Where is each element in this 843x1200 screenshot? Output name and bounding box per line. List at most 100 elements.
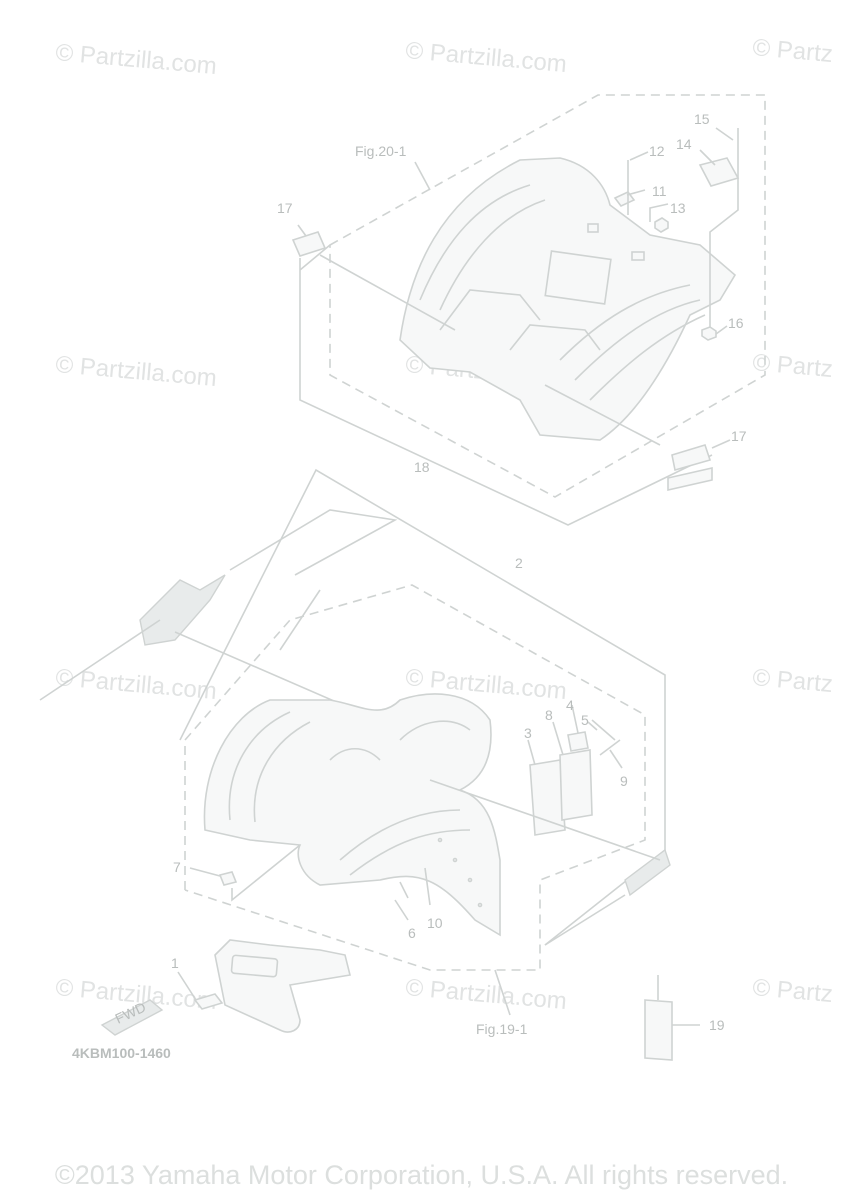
decal-17-left	[291, 231, 327, 257]
callout-14: 14	[676, 136, 692, 152]
front-fender-assembly	[39, 468, 671, 1016]
callout-10: 10	[427, 915, 443, 931]
rear-fender-slot	[587, 223, 599, 233]
callout-19: 19	[709, 1017, 725, 1033]
front-cover-group: FWD	[100, 939, 351, 1036]
leader-line	[715, 325, 728, 335]
leader-line	[414, 161, 431, 191]
callout-1: 1	[171, 955, 179, 971]
leader-line	[626, 189, 646, 196]
front-fender-hole	[437, 837, 443, 843]
front-fender-rib	[329, 747, 381, 761]
plate-8	[559, 749, 593, 821]
callout-11: 11	[652, 183, 667, 199]
decal-17-right-lower	[667, 466, 713, 492]
rear-fender-slot	[631, 251, 645, 261]
leader-line	[231, 844, 301, 902]
callout-6: 6	[408, 925, 416, 941]
rear-fender-rib	[439, 199, 546, 311]
front-fender-hole	[477, 902, 483, 908]
leader-line	[544, 384, 661, 446]
leader-line	[394, 899, 409, 921]
front-decal-stripe	[544, 894, 626, 946]
watermark: © Partzilla.com	[54, 664, 217, 705]
leader-line	[587, 721, 598, 731]
callout-9: 9	[620, 773, 628, 789]
plate-14	[698, 157, 740, 187]
watermark: © Partzilla.com	[54, 351, 217, 392]
watermark-partial: © Partz	[751, 34, 833, 68]
callout-3: 3	[524, 725, 532, 741]
leader-line	[715, 127, 734, 141]
callout-5: 5	[581, 712, 589, 728]
leader-line	[319, 254, 456, 331]
leader-line	[189, 867, 221, 877]
cover-3	[529, 759, 566, 836]
front-fender-hole	[467, 877, 473, 883]
rivet-6	[399, 881, 409, 899]
callout-15: 15	[694, 111, 710, 127]
screw-9	[599, 739, 621, 756]
front-cover-opening	[230, 954, 279, 978]
diagram-code: 4KBM100-1460	[72, 1045, 171, 1061]
leader-line	[297, 224, 307, 270]
watermark-partial: © Partz	[751, 974, 833, 1008]
nut-13	[654, 217, 669, 233]
callout-2: 2	[515, 555, 523, 571]
leader-line	[711, 439, 731, 449]
watermark: © Partzilla.com	[404, 37, 567, 78]
leader-line	[429, 779, 661, 861]
front-fender-rib	[339, 809, 461, 861]
rear-fender-rib	[559, 284, 691, 361]
watermark: © Partzilla.com	[404, 974, 567, 1015]
front-fender-rib	[228, 711, 291, 821]
watermark-partial: © Partz	[751, 349, 833, 383]
callout-8: 8	[545, 707, 553, 723]
rear-fender-opening	[544, 250, 612, 305]
rear-assembly-frame	[299, 244, 713, 526]
callout-13: 13	[670, 200, 686, 216]
leader-line	[494, 969, 511, 1016]
leader-line	[649, 203, 669, 222]
watermark: © Partzilla.com	[54, 39, 217, 80]
front-fender-rib	[253, 721, 311, 823]
screw-5	[591, 719, 616, 741]
rear-fender-rib	[589, 314, 706, 401]
bracket-4	[567, 731, 589, 752]
decal-17-right	[671, 444, 712, 472]
copyright-notice: ©2013 Yamaha Motor Corporation, U.S.A. A…	[54, 1160, 789, 1190]
leader-line	[571, 704, 579, 734]
fwd-decal	[100, 999, 164, 1036]
rear-fender-assembly	[291, 94, 766, 526]
rear-fender-rib	[419, 184, 531, 301]
front-fender-rib	[349, 829, 471, 876]
leader-line	[629, 151, 649, 161]
watermark-partial: © Partz	[751, 664, 833, 698]
rear-assembly-boundary	[329, 94, 766, 498]
leader-line	[527, 739, 536, 766]
front-decal-right	[624, 848, 671, 897]
callout-16: 16	[728, 315, 744, 331]
bolt-15	[709, 128, 739, 330]
washer-11	[613, 191, 636, 207]
callout-17-right: 17	[731, 428, 747, 444]
front-fender-body	[203, 693, 501, 937]
bracket-1	[193, 993, 224, 1010]
front-decal-left	[139, 574, 226, 646]
callout-7: 7	[173, 859, 181, 875]
label-19-group	[644, 975, 700, 1061]
figure-ref-rear: Fig.20-1	[355, 143, 407, 159]
nut-16	[701, 326, 717, 341]
callout-12: 12	[649, 143, 665, 159]
leader-line	[552, 721, 564, 756]
front-decal-stripe	[279, 589, 321, 651]
figure-ref-front: Fig.19-1	[476, 1021, 528, 1037]
rear-fender-bracket	[509, 324, 601, 351]
front-fender-hole	[452, 857, 458, 863]
rivet-10	[424, 867, 431, 906]
front-cover	[214, 939, 351, 1033]
callout-4: 4	[566, 697, 574, 713]
callouts: Fig.20-1 Fig.19-1 1 2 3 4 5 6 7 8 9 10 1…	[72, 111, 747, 1061]
leader-line	[699, 149, 716, 166]
